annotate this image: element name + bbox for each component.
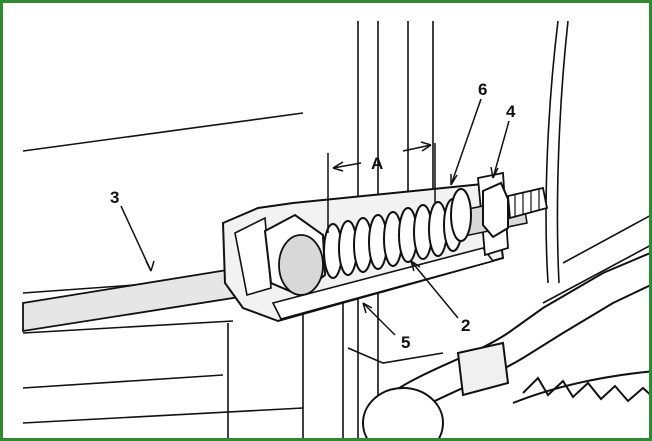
nut-part-4: [482, 181, 549, 239]
callout-5: 5: [401, 333, 410, 352]
callout-6: 6: [478, 80, 487, 99]
dimension-a-label: A: [371, 154, 383, 173]
bolt-head: [263, 213, 327, 297]
lower-hose: [362, 252, 649, 438]
callout-3: 3: [110, 188, 119, 207]
dimension-a: [327, 141, 436, 233]
washer-part-6: [450, 188, 472, 242]
leader-lines: [120, 98, 510, 336]
callout-4: 4: [506, 102, 516, 121]
callout-2: 2: [461, 316, 470, 335]
spring-adjuster-illustration: A 3 6 4 2 5: [22, 20, 649, 438]
